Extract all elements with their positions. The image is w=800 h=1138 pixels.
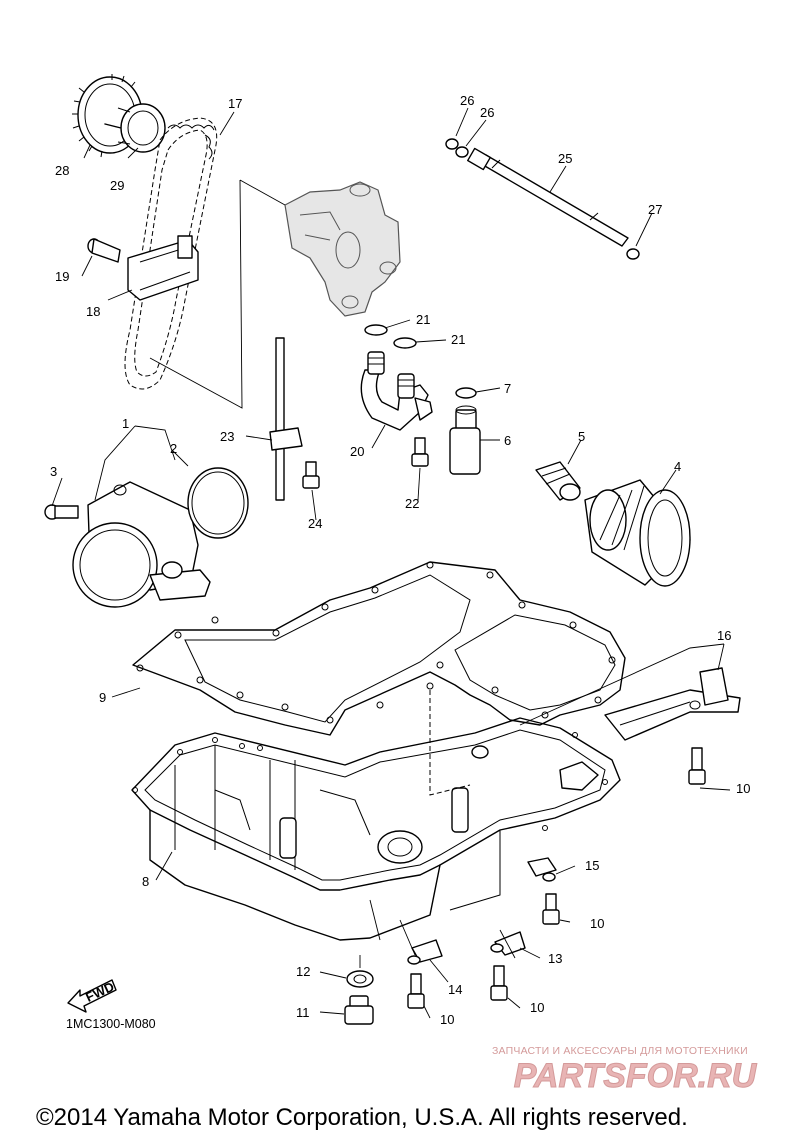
callout-2: 2 [170,441,177,456]
clamp-13-part [490,931,526,956]
copyright-notice: ©2014 Yamaha Motor Corporation, U.S.A. A… [36,1104,688,1131]
drain-washer-part [346,970,374,988]
oil-pipe-part [360,351,433,431]
callout-12: 12 [296,964,310,979]
callout-27: 27 [648,202,662,217]
callout-5: 5 [578,429,585,444]
pipe-bolt-part [411,437,429,467]
oil-delivery-pipe-part [467,147,629,247]
callout-22: 22 [405,496,419,511]
callout-20: 20 [350,444,364,459]
watermark-tagline: ЗАПЧАСТИ И АКСЕССУАРЫ ДЛЯ МОТОТЕХНИКИ [492,1045,748,1057]
forward-arrow-icon [67,979,117,1013]
drain-bolt-part [344,995,374,1025]
callout-10c: 10 [530,1000,544,1015]
chain-guide-part [127,235,199,301]
forward-label: FWD [83,979,116,1005]
callout-28: 28 [55,163,69,178]
watermark-logo: PARTSFOR.RU [485,1056,785,1096]
oil-cooler-part [72,481,211,608]
callout-21a: 21 [416,312,430,327]
oil-filter-part [584,479,691,587]
guide-bolt-part [87,238,121,263]
oil-pan-gasket-part [132,561,626,736]
clamp-15-part [527,857,557,882]
callout-14: 14 [448,982,462,997]
callout-23: 23 [220,429,234,444]
bracket-part [604,667,741,741]
relief-valve-part [449,405,481,475]
oil-pump-assembly-part [284,181,401,317]
watermark-logo-text: PARTSFOR.RU [514,1057,758,1095]
callout-7: 7 [504,381,511,396]
oil-pan-part [131,717,621,941]
callout-3: 3 [50,464,57,479]
drive-chain-part [124,117,218,390]
bolt-10-part [407,747,706,1009]
callout-24: 24 [308,516,322,531]
callout-9: 9 [99,690,106,705]
callout-21b: 21 [451,332,465,347]
gauge-bolt-part [302,461,320,489]
callout-10d: 10 [440,1012,454,1027]
callout-11: 11 [296,1005,310,1020]
cooler-bolt-part [44,504,79,520]
shaft-o-rings-part [445,138,640,260]
callout-19: 19 [55,269,69,284]
callout-16: 16 [717,628,731,643]
callout-13: 13 [548,951,562,966]
small-o-ring-part [455,387,477,399]
cooler-gasket-part [187,467,249,539]
callout-numbers: 28 29 17 19 18 21 21 7 6 20 22 23 24 26 … [50,93,750,1027]
leader-lines [51,107,731,1019]
callout-1: 1 [122,416,129,431]
bearing-part [104,103,166,153]
callout-4: 4 [674,459,681,474]
callout-10a: 10 [736,781,750,796]
callout-10b: 10 [590,916,604,931]
union-bolt-part [535,461,581,501]
callout-15: 15 [585,858,599,873]
oil-level-gauge-part [269,337,303,501]
callout-26b: 26 [480,105,494,120]
clamp-14-part [407,939,443,965]
callout-8: 8 [142,874,149,889]
callout-6: 6 [504,433,511,448]
o-ring-part [364,324,417,349]
diagram-code: 1MC1300-M080 [66,1017,156,1031]
callout-25: 25 [558,151,572,166]
callout-18: 18 [86,304,100,319]
callout-29: 29 [110,178,124,193]
callout-26a: 26 [460,93,474,108]
callout-17: 17 [228,96,242,111]
